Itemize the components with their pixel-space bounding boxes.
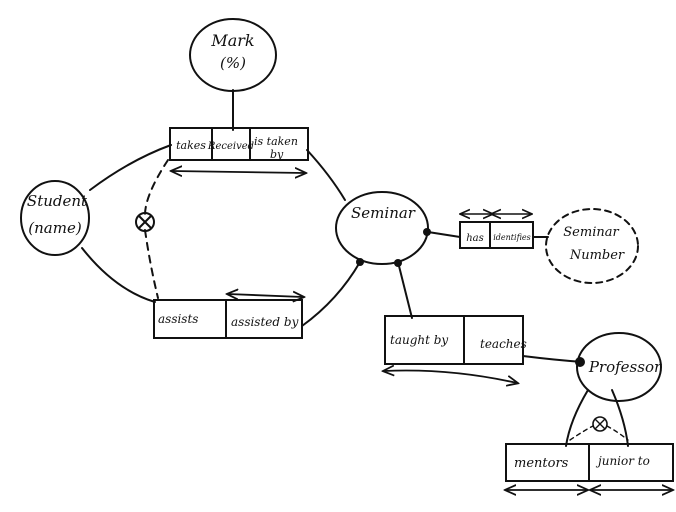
exclusion-constraint-circle[interactable] — [135, 212, 155, 232]
mark-label-line1: Mark — [210, 31, 254, 50]
is-taken-role-label-line2: by — [270, 148, 284, 161]
identifies-role-label: identifies — [493, 233, 531, 242]
mark-label-line2: (%) — [220, 54, 246, 72]
student-to-takes-line — [89, 144, 172, 191]
taught-uniqueness-arrow — [384, 371, 517, 384]
takes-role-label: takes — [176, 139, 206, 152]
exclusion-dashed-line-bottom — [144, 229, 159, 299]
seminar-to-has-line — [427, 231, 461, 238]
assisted-by-role-label: assisted by — [231, 315, 299, 329]
seminar-number-label-line1: Seminar — [563, 225, 619, 240]
student-to-assists-line — [81, 247, 156, 303]
takes-to-seminar-line — [306, 149, 346, 201]
takes-uniqueness-arrow — [172, 171, 305, 173]
professor-to-junior-line — [611, 389, 629, 447]
assists-role-label: assists — [158, 312, 198, 326]
seminar-mandatory-dot-has — [423, 228, 431, 236]
student-label-line1: Student — [27, 192, 88, 210]
has-role-label: has — [466, 233, 484, 244]
professor-entity[interactable] — [576, 332, 662, 402]
taught-by-role-label: taught by — [390, 333, 448, 347]
professor-mandatory-dot — [575, 357, 585, 367]
student-entity[interactable] — [20, 180, 90, 256]
mark-entity[interactable] — [189, 18, 277, 92]
ring-x-stroke-2 — [594, 418, 606, 430]
seminar-number-label-line2: Number — [569, 248, 625, 263]
seminar-mandatory-dot-assists — [356, 258, 364, 266]
assists-to-seminar-line — [301, 261, 361, 327]
professor-to-mentors-line — [565, 389, 589, 447]
is-taken-role-label-line1: is taken — [254, 135, 298, 148]
junior-to-role-label: junior to — [595, 454, 650, 468]
has-fact-box[interactable] — [459, 221, 534, 249]
received-role-label: Received — [207, 141, 254, 152]
exclusion-dashed-line-top — [144, 159, 169, 216]
seminar-to-taught-line — [397, 261, 413, 319]
takes-fact-box[interactable] — [169, 127, 309, 161]
student-label-line2: (name) — [28, 219, 82, 237]
seminar-label: Seminar — [351, 204, 416, 222]
ring-dashed-link — [569, 425, 629, 441]
professor-label: Professor — [588, 358, 662, 376]
seminar-number-entity[interactable] — [545, 208, 639, 284]
exclusion-x-stroke-2 — [138, 215, 152, 229]
assists-uniqueness-arrow — [228, 294, 303, 297]
taught-fact-box[interactable] — [384, 315, 524, 365]
teaches-role-label: teaches — [480, 337, 527, 351]
seminar-mandatory-dot-taught — [394, 259, 402, 267]
mentors-role-label: mentors — [514, 456, 569, 471]
ring-constraint-circle[interactable] — [592, 416, 608, 432]
seminar-entity[interactable] — [335, 191, 429, 265]
taught-to-professor-line — [522, 355, 584, 363]
